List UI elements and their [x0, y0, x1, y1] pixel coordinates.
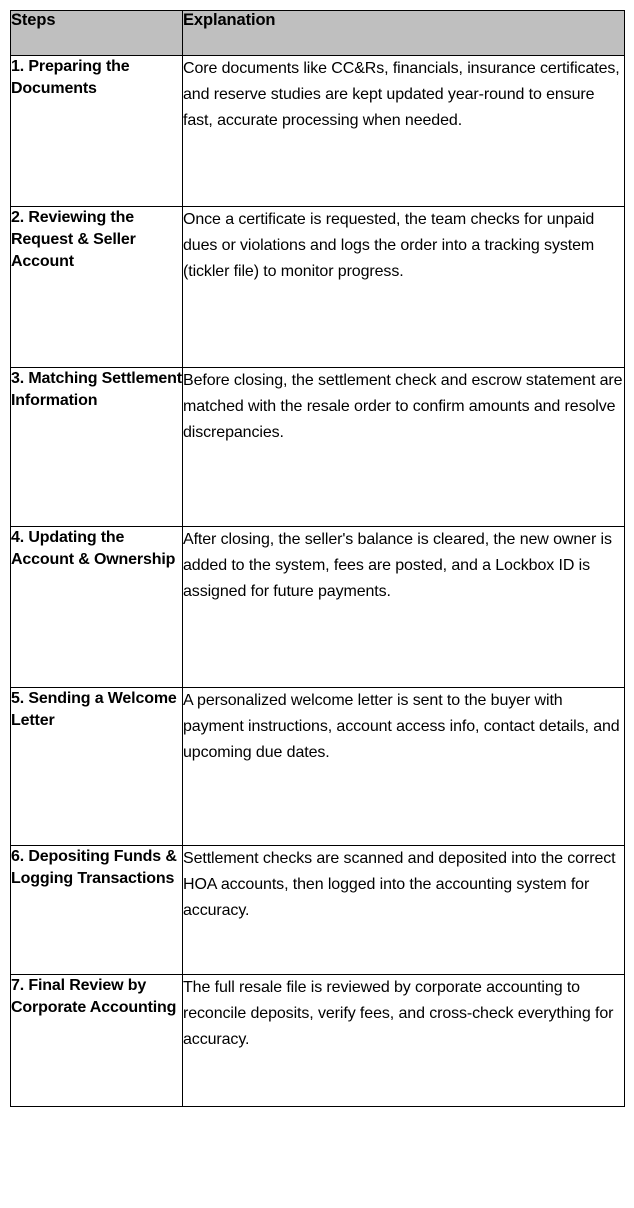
step-explanation-cell: Before closing, the settlement check and… [182, 367, 625, 527]
step-explanation-cell: A personalized welcome letter is sent to… [182, 687, 625, 846]
step-name-cell: 5. Sending a Welcome Letter [10, 687, 183, 846]
explanation-text: Once a certificate is requested, the tea… [183, 211, 595, 280]
table-body: 1. Preparing the Documents Core document… [10, 55, 625, 1107]
table-row: 4. Updating the Account & Ownership Afte… [10, 526, 625, 688]
explanation-text: Before closing, the settlement check and… [183, 372, 623, 441]
table-row: 2. Reviewing the Request & Seller Accoun… [10, 206, 625, 368]
resale-process-table: Steps Explanation 1. Preparing the Docum… [10, 10, 625, 1107]
table-row: 6. Depositing Funds & Logging Transactio… [10, 845, 625, 975]
table-row: 3. Matching Settlement Information Befor… [10, 367, 625, 527]
step-name-cell: 2. Reviewing the Request & Seller Accoun… [10, 206, 183, 368]
step-explanation-cell: After closing, the seller's balance is c… [182, 526, 625, 688]
step-explanation-cell: Settlement checks are scanned and deposi… [182, 845, 625, 975]
step-name-cell: 3. Matching Settlement Information [10, 367, 183, 527]
explanation-text: The full resale file is reviewed by corp… [183, 979, 614, 1048]
explanation-text: After closing, the seller's balance is c… [183, 531, 612, 600]
table-row: 7. Final Review by Corporate Accounting … [10, 974, 625, 1107]
column-header-steps: Steps [10, 10, 183, 56]
table-header: Steps Explanation [10, 10, 625, 56]
explanation-text: Settlement checks are scanned and deposi… [183, 850, 616, 919]
step-explanation-cell: The full resale file is reviewed by corp… [182, 974, 625, 1107]
column-header-explanation: Explanation [182, 10, 625, 56]
step-name-cell: 6. Depositing Funds & Logging Transactio… [10, 845, 183, 975]
step-explanation-cell: Core documents like CC&Rs, financials, i… [182, 55, 625, 207]
step-name-cell: 7. Final Review by Corporate Accounting [10, 974, 183, 1107]
step-name-cell: 1. Preparing the Documents [10, 55, 183, 207]
explanation-text: A personalized welcome letter is sent to… [183, 692, 620, 761]
step-name-cell: 4. Updating the Account & Ownership [10, 526, 183, 688]
table-row: 1. Preparing the Documents Core document… [10, 55, 625, 207]
explanation-text: Core documents like CC&Rs, financials, i… [183, 60, 620, 129]
step-explanation-cell: Once a certificate is requested, the tea… [182, 206, 625, 368]
table-header-row: Steps Explanation [10, 10, 625, 56]
table-row: 5. Sending a Welcome Letter A personaliz… [10, 687, 625, 846]
